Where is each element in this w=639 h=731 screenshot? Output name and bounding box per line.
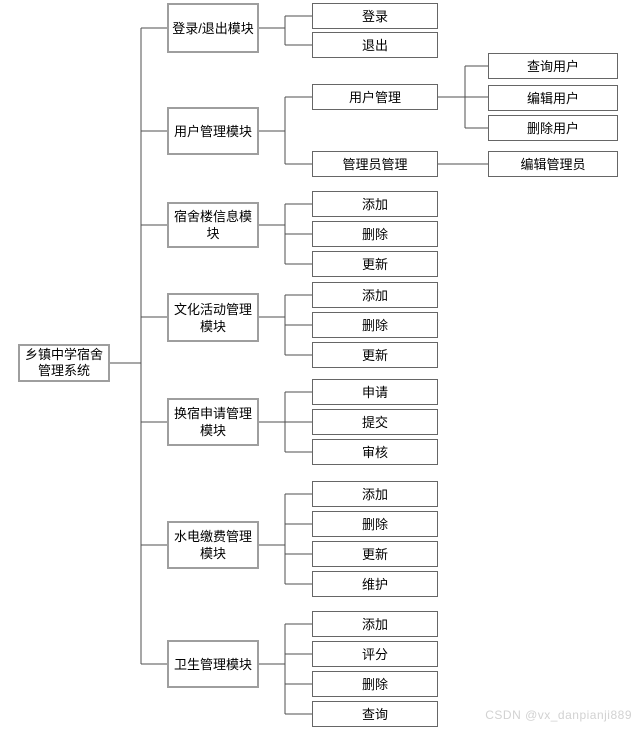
node-dorm-delete: 删除	[312, 221, 438, 247]
node-fee-update: 更新	[312, 541, 438, 567]
node-dorm-update: 更新	[312, 251, 438, 277]
node-activity-update: 更新	[312, 342, 438, 368]
node-fee-maintain: 维护	[312, 571, 438, 597]
node-hygiene-delete: 删除	[312, 671, 438, 697]
node-change-submit: 提交	[312, 409, 438, 435]
node-module-hygiene: 卫生管理模块	[167, 640, 259, 688]
node-activity-delete: 删除	[312, 312, 438, 338]
node-module-culture-activity: 文化活动管理模块	[167, 293, 259, 342]
node-edit-user: 编辑用户	[488, 85, 618, 111]
node-logout: 退出	[312, 32, 438, 58]
node-admin-mgmt: 管理员管理	[312, 151, 438, 177]
node-change-apply: 申请	[312, 379, 438, 405]
node-module-room-change: 换宿申请管理模块	[167, 398, 259, 446]
node-module-user-mgmt: 用户管理模块	[167, 107, 259, 155]
node-fee-add: 添加	[312, 481, 438, 507]
node-delete-user: 删除用户	[488, 115, 618, 141]
node-query-user: 查询用户	[488, 53, 618, 79]
node-change-review: 审核	[312, 439, 438, 465]
node-activity-add: 添加	[312, 282, 438, 308]
node-root-system: 乡镇中学宿舍管理系统	[18, 344, 110, 382]
node-dorm-add: 添加	[312, 191, 438, 217]
csdn-watermark: CSDN @vx_danpianji889	[485, 708, 632, 722]
node-user-mgmt: 用户管理	[312, 84, 438, 110]
node-hygiene-query: 查询	[312, 701, 438, 727]
node-hygiene-score: 评分	[312, 641, 438, 667]
node-fee-delete: 删除	[312, 511, 438, 537]
node-module-utility-fee: 水电缴费管理模块	[167, 521, 259, 569]
node-module-dorm-info: 宿舍楼信息模块	[167, 202, 259, 248]
node-login: 登录	[312, 3, 438, 29]
node-module-login-logout: 登录/退出模块	[167, 3, 259, 53]
node-hygiene-add: 添加	[312, 611, 438, 637]
node-edit-admin: 编辑管理员	[488, 151, 618, 177]
